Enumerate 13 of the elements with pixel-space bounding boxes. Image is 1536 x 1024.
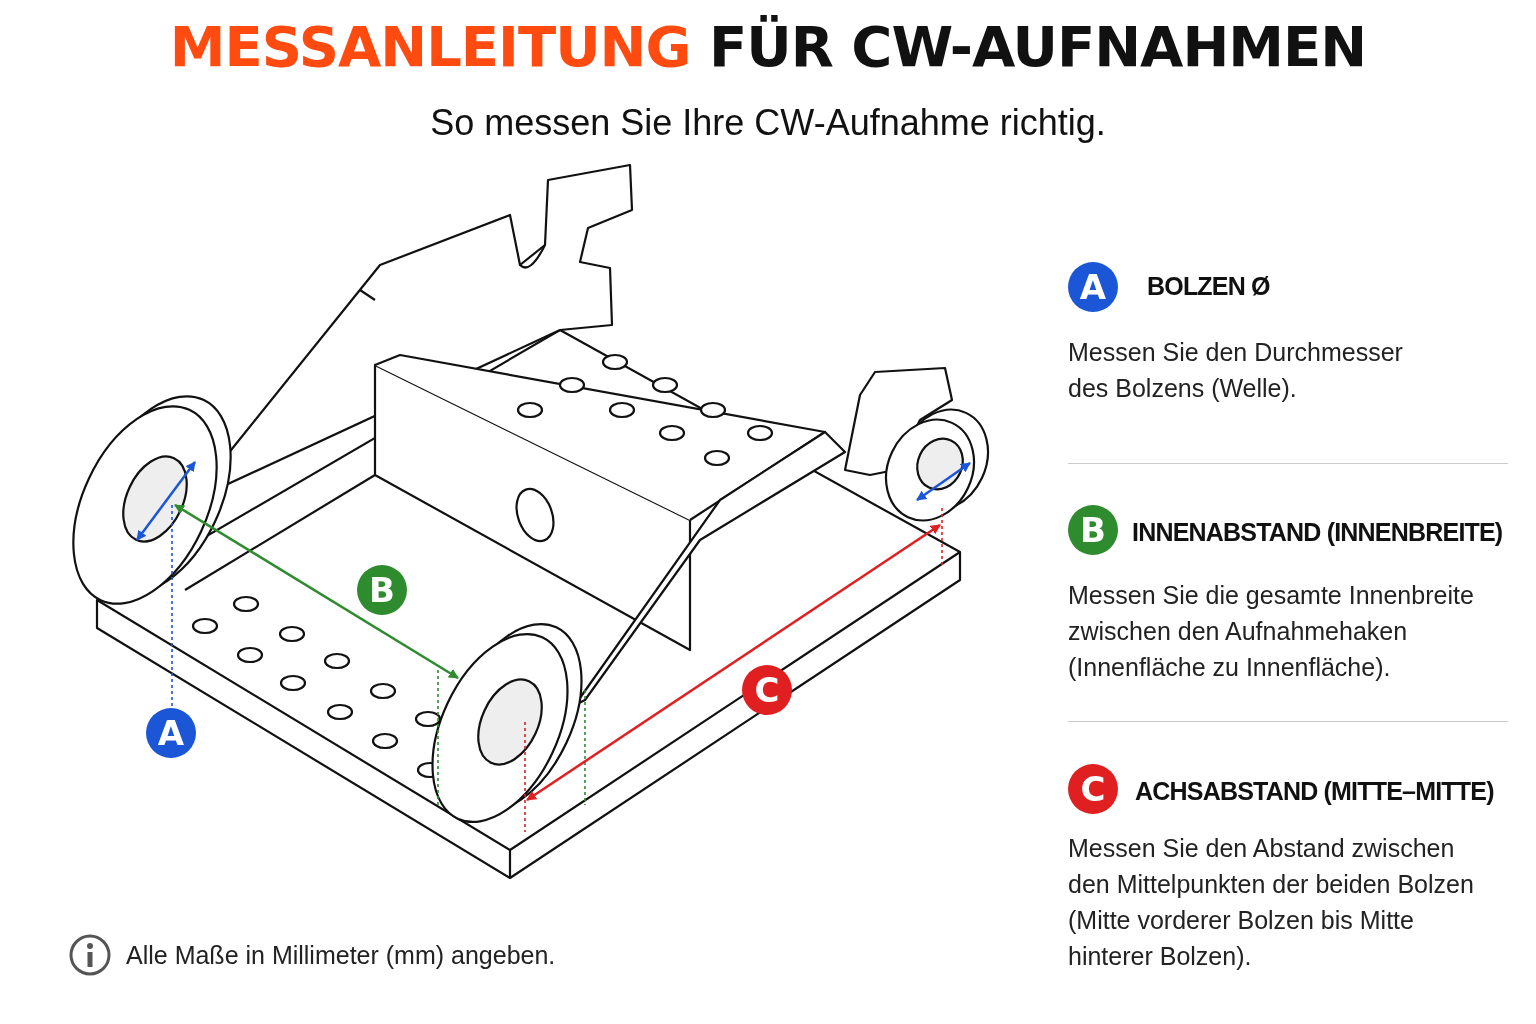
callout-letter: A bbox=[146, 708, 196, 758]
instruction-text: Messen Sie den Abstand zwischen den Mittelpunkten der beiden Bolzen (Mitte vorderer Bolzen bis Mitte hinterer Bolzen). bbox=[1068, 833, 1475, 972]
section-heading: BOLZEN Ø bbox=[1147, 272, 1270, 301]
section-badge: A bbox=[1068, 262, 1118, 312]
section-heading: ACHSABSTAND (MITTE–MITTE) bbox=[1135, 777, 1494, 806]
section-badge: B bbox=[1068, 505, 1118, 555]
instruction-text: Messen Sie den Durchmesser des Bolzens (Welle). bbox=[1068, 337, 1404, 404]
instruction-text: Messen Sie die gesamte Innenbreite zwischen den Aufnahmehaken (Innenfläche zu Innenfläche). bbox=[1068, 580, 1475, 683]
section-badge: C bbox=[1068, 764, 1118, 814]
title: MESSANLEITUNG FÜR CW-AUFNAHMEN bbox=[168, 14, 1368, 79]
note-text: Alle Maße in Millimeter (mm) angeben. bbox=[126, 940, 556, 971]
section-heading: INNENABSTAND (INNENBREITE) bbox=[1132, 518, 1503, 547]
subtitle: So messen Sie Ihre CW-Aufnahme richtig. bbox=[429, 102, 1107, 144]
